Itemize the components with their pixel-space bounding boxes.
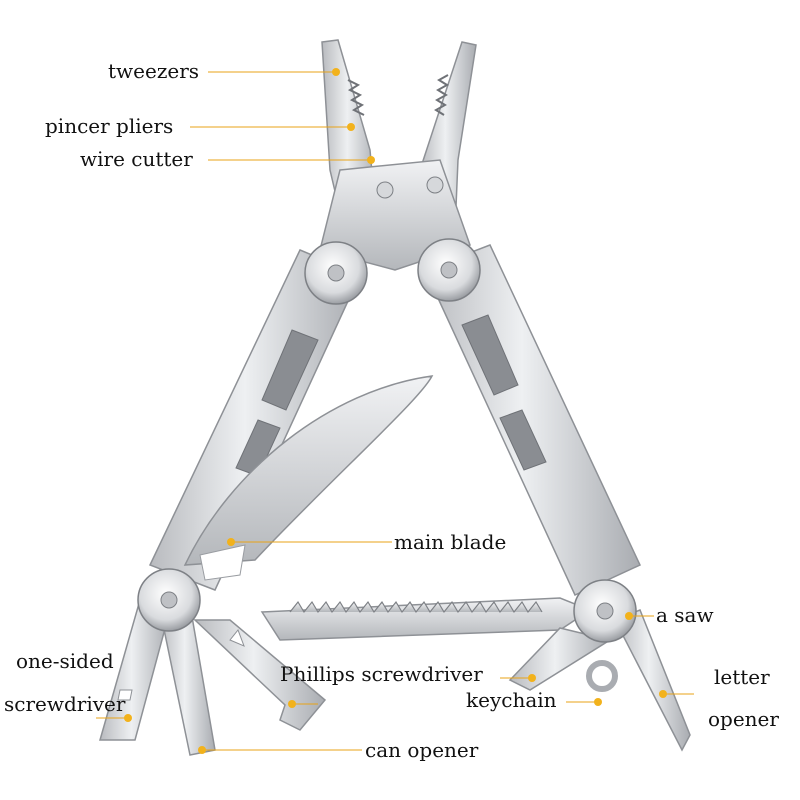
- label-tweezers: tweezers: [108, 59, 200, 83]
- label-keychain: keychain: [466, 688, 557, 712]
- label-wire-cutter: wire cutter: [80, 147, 193, 171]
- pivot-screws: [137, 238, 637, 643]
- rivet-icon: [376, 181, 394, 199]
- rivet-icon: [426, 176, 444, 194]
- label-phillips-screwdriver: Phillips screwdriver: [280, 662, 483, 686]
- main-blade-shape: [183, 375, 434, 566]
- label-letter: letter: [714, 665, 770, 689]
- label-opener: opener: [708, 707, 779, 731]
- keychain-ring-icon: [586, 660, 618, 692]
- screwdriver-slot: [117, 689, 133, 701]
- left-handle: [148, 249, 362, 591]
- label-can-opener: can opener: [365, 738, 479, 762]
- label-pincer-pliers: pincer pliers: [45, 114, 174, 138]
- opener-hook: [229, 629, 245, 647]
- label-a-saw: a saw: [656, 603, 714, 627]
- blade-slot: [199, 544, 246, 581]
- label-main-blade: main blade: [394, 530, 507, 554]
- leader-lines: [96, 68, 694, 754]
- label-one-sided: one-sided: [16, 649, 114, 673]
- saw-shape: [260, 597, 592, 641]
- label-screwdriver: screwdriver: [4, 692, 126, 716]
